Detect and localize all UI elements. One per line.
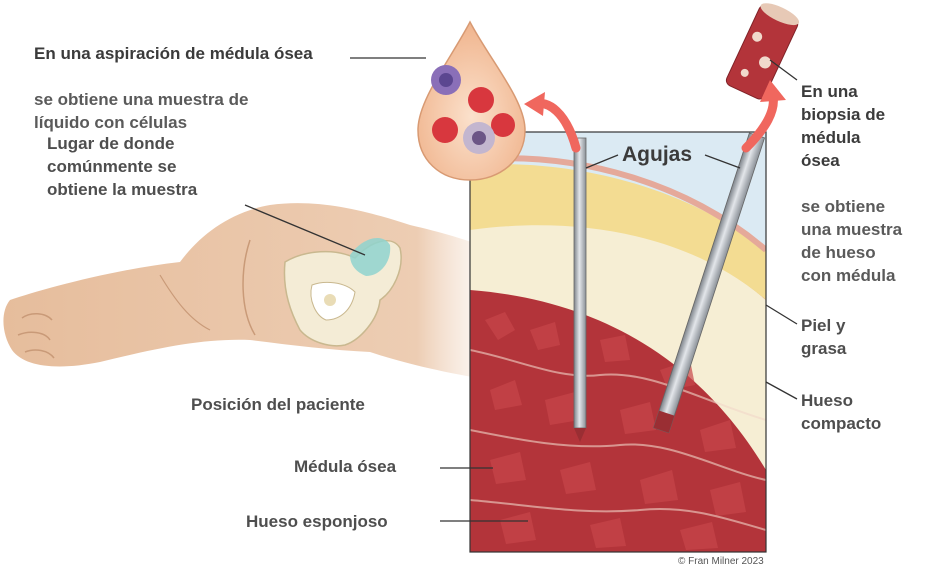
sample-site-label: Lugar de donde comúnmente se obtiene la …	[47, 132, 267, 201]
spongy-bone-label: Hueso esponjoso	[246, 510, 388, 533]
biopsy-label-rest: se obtiene una muestra de hueso con médu…	[801, 197, 902, 285]
needles-label: Agujas	[622, 143, 692, 166]
patient-position-label: Posición del paciente	[191, 393, 365, 416]
bone-core-sample	[724, 0, 801, 101]
patient-body	[3, 203, 490, 380]
skin-fat-label: Piel y grasa	[801, 314, 921, 360]
biopsy-label: En una biopsia de médula ósea se obtiene…	[801, 57, 931, 287]
bone-marrow-label: Médula ósea	[294, 455, 396, 478]
aspirate-droplet	[418, 22, 525, 180]
aspiration-label-bold: En una aspiración de médula ósea	[34, 44, 313, 63]
biopsy-label-bold: En una biopsia de médula ósea	[801, 82, 885, 170]
tissue-cross-section	[470, 132, 766, 552]
compact-bone-label: Hueso compacto	[801, 389, 921, 435]
aspiration-needle	[574, 138, 586, 442]
aspiration-label: En una aspiración de médula ósea se obti…	[34, 19, 394, 134]
aspiration-label-rest: se obtiene una muestra de líquido con cé…	[34, 90, 248, 132]
copyright-credit: © Fran Milner 2023	[678, 556, 764, 567]
